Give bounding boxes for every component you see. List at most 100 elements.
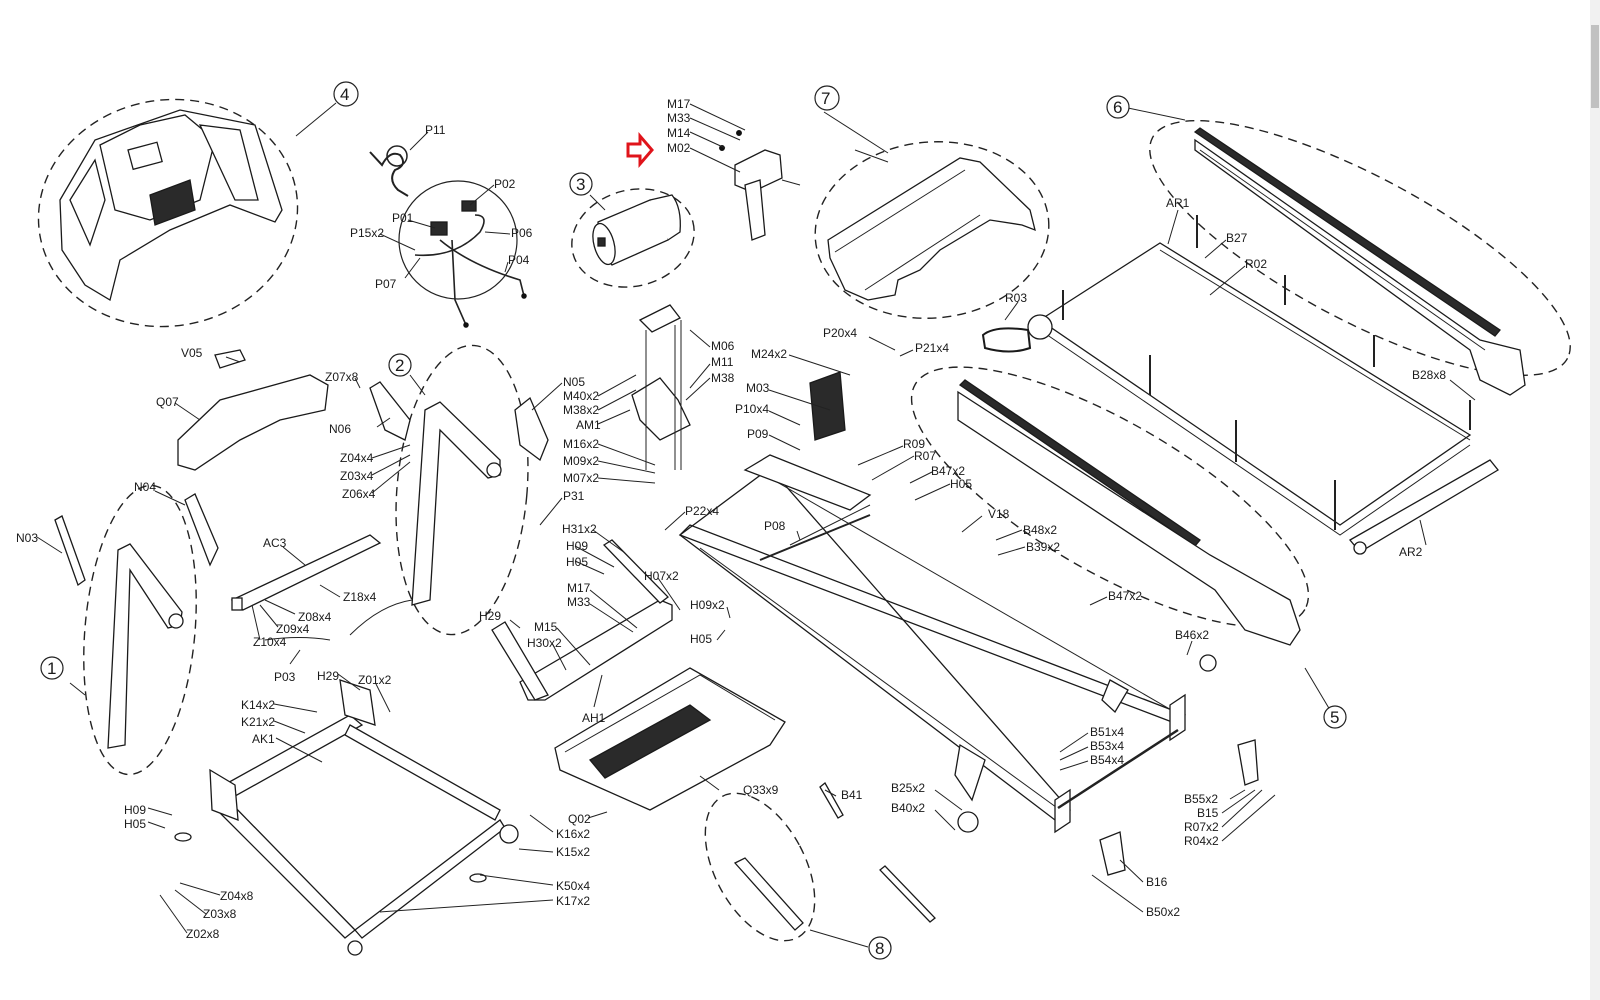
group-3-motor: 3: [569, 172, 695, 288]
label-B16: B16: [1146, 875, 1168, 889]
group-7-hood: 7: [814, 85, 1050, 319]
label-M24x2: M24x2: [751, 347, 787, 361]
label-M38: M38: [711, 371, 735, 385]
label-K17x2: K17x2: [556, 894, 590, 908]
label-AC3: AC3: [263, 536, 287, 550]
label-P11: P11: [425, 123, 446, 137]
group-3-number: 3: [576, 175, 585, 194]
label-B27: B27: [1226, 231, 1248, 245]
label-M03: M03: [746, 381, 770, 395]
group-5-number: 5: [1330, 708, 1339, 727]
label-P15x2: P15x2: [350, 226, 384, 240]
crossbar-ac3: [230, 534, 413, 641]
label-N03: N03: [16, 531, 38, 545]
label-K21x2: K21x2: [241, 715, 275, 729]
wiring-harness: [369, 145, 527, 328]
label-K16x2: K16x2: [556, 827, 590, 841]
label-B54x4: B54x4: [1090, 753, 1124, 767]
label-N06: N06: [329, 422, 351, 436]
label-N04: N04: [134, 480, 156, 494]
label-M17: M17: [667, 97, 691, 111]
scrollbar-thumb[interactable]: [1591, 25, 1599, 108]
label-Z04x4: Z04x4: [340, 451, 374, 465]
label-H29-a: H29: [317, 669, 339, 683]
label-R03: R03: [1005, 291, 1027, 305]
label-Q02: Q02: [568, 812, 591, 826]
group-4-console: 4: [37, 81, 359, 328]
label-H09-b: H09: [566, 539, 588, 553]
label-H05-b: H05: [124, 817, 146, 831]
label-M16x2: M16x2: [563, 437, 599, 451]
group-1-number: 1: [47, 659, 56, 678]
label-P03: P03: [274, 670, 296, 684]
label-H05-d: H05: [690, 632, 712, 646]
label-AR2: AR2: [1399, 545, 1423, 559]
group-7-number: 7: [821, 89, 830, 108]
label-P22x4: P22x4: [685, 504, 719, 518]
label-V18: V18: [988, 507, 1010, 521]
console-tray: [177, 349, 329, 471]
label-H31x2: H31x2: [562, 522, 597, 536]
group-1-upright: 1: [40, 484, 219, 776]
label-Z18x4: Z18x4: [343, 590, 377, 604]
label-P06: P06: [511, 226, 533, 240]
label-N05: N05: [563, 375, 585, 389]
label-Z10x4: Z10x4: [253, 635, 287, 649]
group-6-number: 6: [1113, 98, 1122, 117]
label-AR1: AR1: [1166, 196, 1190, 210]
label-R04x2: R04x2: [1184, 834, 1219, 848]
group-2-upright: 2: [369, 344, 549, 636]
label-B39x2: B39x2: [1026, 540, 1060, 554]
label-AH1: AH1: [582, 711, 606, 725]
label-AK1: AK1: [252, 732, 275, 746]
label-Z03x4: Z03x4: [340, 469, 374, 483]
label-Z01x2: Z01x2: [358, 673, 392, 687]
label-B51x4: B51x4: [1090, 725, 1124, 739]
label-M17-b: M17: [567, 581, 591, 595]
group-6-side-rail: 6: [1106, 95, 1571, 396]
label-B47x2-b: B47x2: [1108, 589, 1142, 603]
label-M14: M14: [667, 126, 691, 140]
label-M40x2: M40x2: [563, 389, 599, 403]
label-R07: R07: [914, 449, 936, 463]
label-B40x2: B40x2: [891, 801, 925, 815]
label-B55x2: B55x2: [1184, 792, 1218, 806]
label-K50x4: K50x4: [556, 879, 590, 893]
label-Z06x4: Z06x4: [342, 487, 376, 501]
base-frame: [174, 679, 519, 956]
label-K14x2: K14x2: [241, 698, 275, 712]
vertical-scrollbar[interactable]: [1590, 0, 1600, 1000]
label-P01: P01: [392, 211, 414, 225]
label-P20x4: P20x4: [823, 326, 857, 340]
label-P09: P09: [747, 427, 769, 441]
label-B15: B15: [1197, 806, 1219, 820]
label-M09x2: M09x2: [563, 454, 599, 468]
motor-tray: [554, 667, 786, 811]
label-H29-b: H29: [479, 609, 501, 623]
label-H09x2: H09x2: [690, 598, 725, 612]
group-8-number: 8: [875, 939, 884, 958]
label-Q33x9: Q33x9: [743, 783, 779, 797]
label-B25x2: B25x2: [891, 781, 925, 795]
label-M33-b: M33: [567, 595, 591, 609]
label-P31: P31: [563, 489, 585, 503]
group-5-side-rail: 5: [910, 366, 1347, 729]
label-Z07x8: Z07x8: [325, 370, 359, 384]
label-R09: R09: [903, 437, 925, 451]
label-Z02x8: Z02x8: [186, 927, 220, 941]
label-K15x2: K15x2: [556, 845, 590, 859]
label-Z08x4: Z08x4: [298, 610, 332, 624]
label-B41: B41: [841, 788, 863, 802]
label-P21x4: P21x4: [915, 341, 949, 355]
rear-brackets: [957, 654, 1259, 876]
label-H05-a: H05: [950, 477, 972, 491]
label-R07x2: R07x2: [1184, 820, 1219, 834]
incline-motor: [719, 130, 801, 241]
label-M38x2: M38x2: [563, 403, 599, 417]
main-frame: [678, 454, 1186, 834]
bracket-am1: [631, 304, 846, 470]
label-H07x2: H07x2: [644, 569, 679, 583]
label-R02: R02: [1245, 257, 1267, 271]
group-4-callout: [333, 81, 359, 107]
